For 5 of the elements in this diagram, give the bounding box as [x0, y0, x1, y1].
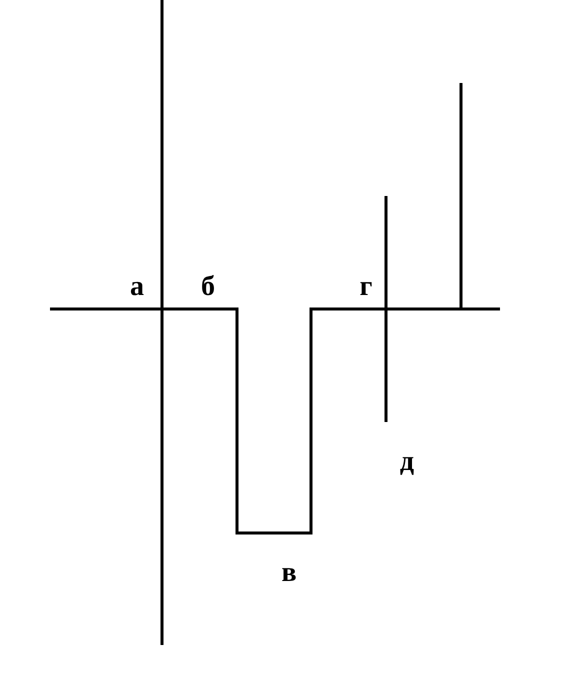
point-label: а [130, 273, 144, 301]
point-label: в [281, 559, 297, 587]
point-label: г [360, 273, 372, 301]
point-label: б [201, 273, 215, 301]
point-label: д [400, 448, 414, 476]
